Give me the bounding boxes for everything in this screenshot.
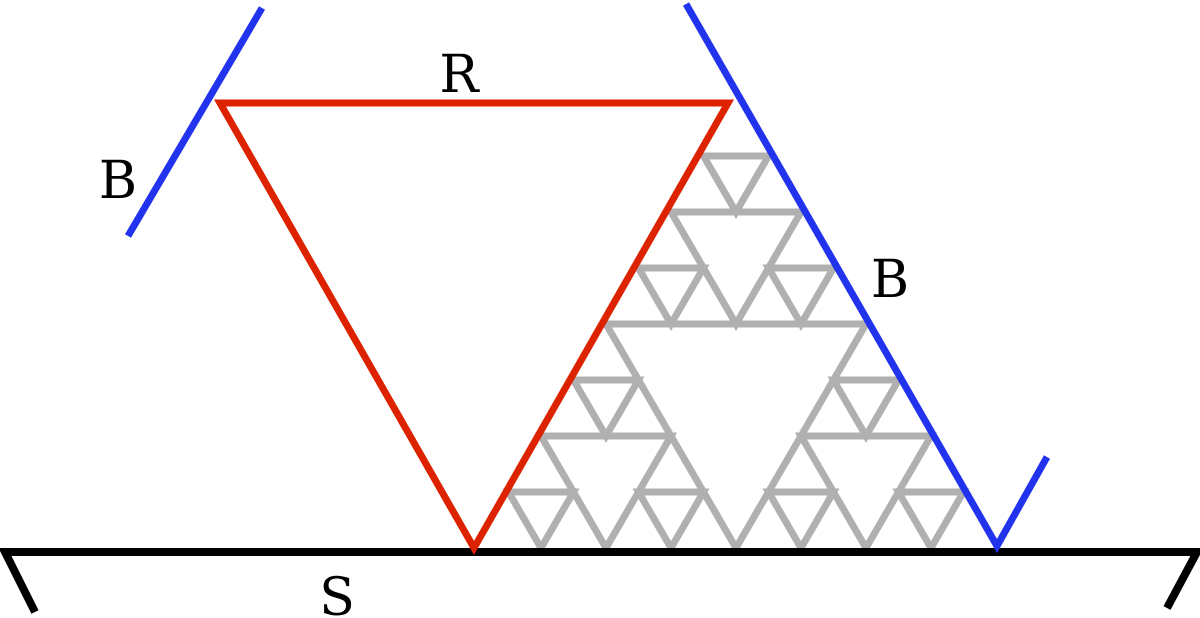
label-B-left: B (99, 151, 137, 211)
sierpinski-triangle (632, 264, 710, 331)
blue-line-left-B (124, 6, 266, 238)
sierpinski-triangle (892, 488, 970, 555)
sierpinski-triangle (632, 488, 710, 555)
gray-sierpinski-fractal (502, 152, 970, 555)
sierpinski-triangle (502, 488, 580, 555)
sierpinski-triangle (827, 376, 905, 443)
sierpinski-triangle (762, 488, 840, 555)
sierpinski-triangle (697, 152, 775, 219)
black-base-line-S (0, 548, 1200, 614)
sierpinski-triangle (762, 264, 840, 331)
label-B-right: B (871, 250, 909, 310)
sierpinski-triangle (567, 376, 645, 443)
blue-line-right-B (682, 2, 1051, 554)
label-R: R (439, 45, 480, 105)
label-S: S (319, 568, 355, 618)
red-triangle-R (213, 99, 735, 556)
